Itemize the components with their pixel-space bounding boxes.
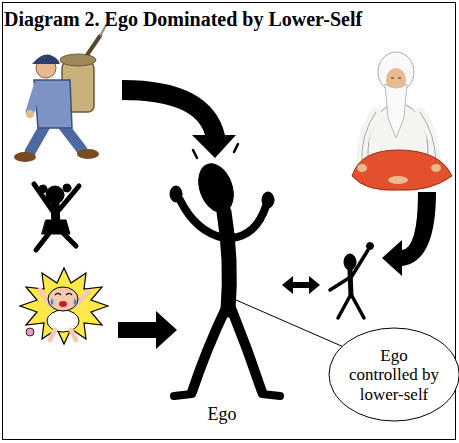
hand (262, 192, 274, 208)
leg (36, 232, 50, 250)
arm (180, 200, 224, 238)
boot (77, 149, 99, 159)
arm (352, 250, 368, 276)
leg (231, 308, 262, 392)
node-label: Ego controlled by lower-self (347, 346, 441, 405)
foot (262, 394, 280, 396)
curved-arrow (382, 192, 436, 276)
cap (32, 54, 60, 64)
beard (385, 84, 407, 138)
ego-figure (170, 141, 280, 396)
guru-figure (352, 52, 452, 190)
hand (367, 243, 374, 250)
hand (357, 164, 367, 172)
motion-marks (193, 141, 238, 158)
hand (431, 164, 441, 172)
diaper (47, 310, 79, 332)
foot (174, 394, 192, 396)
leg (62, 232, 76, 246)
ellipse-shape (329, 328, 459, 421)
lap-cloth (352, 150, 452, 190)
arm (231, 206, 266, 238)
starburst (20, 268, 108, 344)
arm (330, 278, 349, 290)
frame (3, 3, 456, 440)
pigtail (63, 184, 71, 192)
leader-line (236, 300, 346, 348)
crying-baby (20, 268, 108, 344)
hair (378, 52, 414, 92)
tears (51, 298, 77, 305)
diagram-title: Diagram 2. Ego Dominated by Lower-Self (4, 7, 459, 31)
eyes (55, 294, 72, 296)
small-figure (330, 243, 374, 319)
leg (352, 296, 364, 318)
head (48, 287, 78, 311)
arm (59, 186, 79, 210)
double-arrow (282, 276, 320, 294)
skirt (42, 220, 70, 234)
girl-silhouette (34, 184, 79, 250)
head (192, 159, 239, 217)
leg (71, 330, 76, 340)
arm (34, 184, 52, 210)
node-text-group: Ego controlled by lower-self (347, 346, 441, 405)
ellipse-node: Ego controlled by lower-self (328, 327, 459, 422)
boot (14, 152, 36, 162)
rattle (26, 328, 34, 336)
eyes (391, 78, 401, 79)
body (350, 270, 351, 296)
leg (192, 308, 226, 392)
hand (26, 110, 34, 118)
leg (338, 296, 350, 318)
soldier-figure (14, 22, 108, 162)
bedroll (60, 54, 96, 66)
straight-arrow (118, 311, 177, 349)
feet (388, 176, 408, 184)
torso (224, 212, 229, 310)
figure-label: Ego (208, 404, 237, 426)
mouth (59, 301, 67, 307)
hand (170, 186, 182, 202)
curved-arrow (122, 80, 236, 158)
arm (30, 86, 38, 112)
leg (50, 330, 55, 340)
